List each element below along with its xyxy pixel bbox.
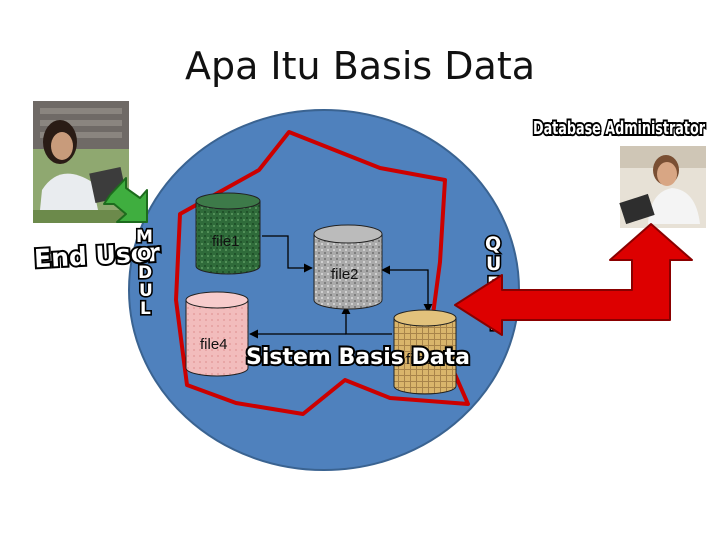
query-letter: U: [486, 253, 501, 275]
module-letter: O: [137, 245, 151, 265]
file3-label: file3: [406, 351, 434, 368]
db-admin-label: Database Administrator: [533, 118, 705, 139]
file-connectors: [249, 235, 433, 339]
file1-cylinder: file1: [195, 192, 261, 275]
connector-file1-file2: [262, 235, 313, 273]
file4-cylinder: file4: [185, 291, 249, 377]
db-admin-photo: [619, 146, 706, 228]
file1-label: file1: [212, 233, 240, 250]
connector-file2-file3: [381, 265, 433, 313]
user-module-arrow: [103, 177, 148, 223]
system-boundary: [174, 130, 470, 416]
file2-label: file2: [331, 266, 359, 283]
module-letter: M: [136, 227, 153, 247]
system-label: Sistem Basis Data: [246, 345, 470, 370]
module-label: M O D U L: [134, 225, 154, 320]
file2-cylinder: file2: [313, 224, 383, 310]
page-title: Apa Itu Basis Data: [184, 44, 536, 88]
file4-label: file4: [200, 336, 228, 353]
module-letter: L: [140, 299, 151, 319]
query-letter: Q: [485, 233, 501, 255]
module-letter: D: [138, 263, 152, 283]
module-letter: U: [139, 281, 153, 301]
file3-cylinder: file3: [393, 309, 457, 395]
query-arrow: [454, 223, 693, 336]
